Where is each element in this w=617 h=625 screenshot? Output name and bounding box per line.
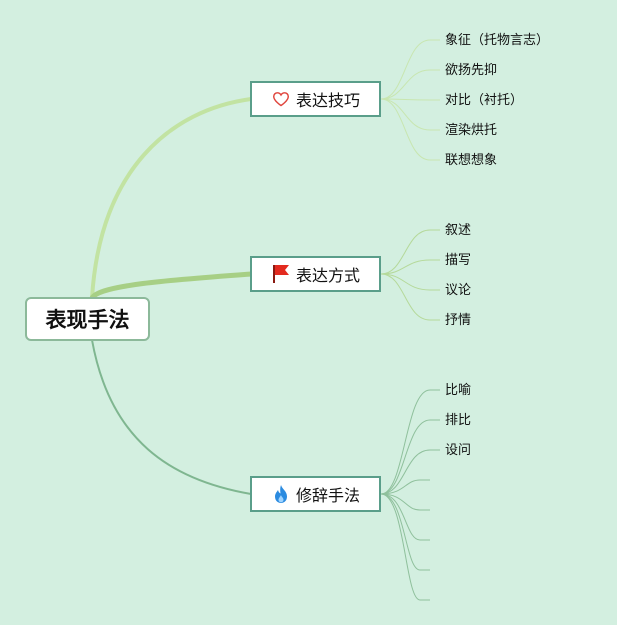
leaf-narration[interactable]: 叙述 — [445, 223, 472, 238]
heart-icon — [271, 89, 291, 109]
leaf-metaphor[interactable]: 比喻 — [445, 383, 472, 398]
leaf-suppress-before-praise[interactable]: 欲扬先抑 — [445, 63, 498, 78]
branch-label: 表达技巧 — [295, 91, 360, 110]
branch-expression-techniques[interactable]: 表达技巧 — [250, 81, 381, 117]
leaf-contrast[interactable]: 对比（衬托） — [445, 93, 524, 108]
branch-expression-methods[interactable]: 表达方式 — [250, 256, 381, 292]
fire-icon — [271, 484, 291, 504]
leaf-description[interactable]: 描写 — [445, 253, 472, 268]
red-flag-icon — [271, 264, 291, 284]
leaf-association[interactable]: 联想想象 — [445, 153, 498, 168]
leaf-lyricism[interactable]: 抒情 — [445, 313, 472, 328]
branch-label: 表达方式 — [295, 266, 360, 285]
leaf-parallelism[interactable]: 排比 — [445, 413, 472, 428]
leaf-rendering[interactable]: 渲染烘托 — [445, 123, 498, 138]
root-label: 表现手法 — [45, 308, 130, 332]
leaf-symbolism[interactable]: 象征（托物言志） — [445, 33, 550, 48]
leaf-rhetorical-question[interactable]: 设问 — [445, 443, 472, 458]
root-node[interactable]: 表现手法 — [25, 297, 150, 341]
branch-rhetorical-devices[interactable]: 修辞手法 — [250, 476, 381, 512]
branch-label: 修辞手法 — [295, 486, 360, 505]
leaf-argumentation[interactable]: 议论 — [445, 283, 472, 298]
